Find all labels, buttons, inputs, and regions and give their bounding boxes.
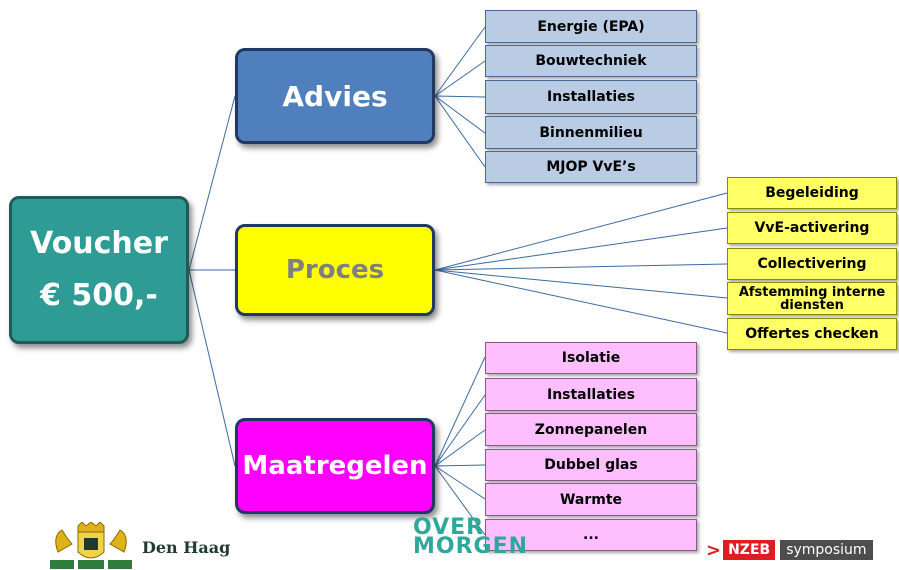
nzeb-symposium-logo: > NZEB symposium — [706, 539, 873, 561]
advies-item: Installaties — [485, 80, 697, 114]
proces-item: Collectivering — [727, 248, 897, 280]
overmorgen-line2: MORGEN — [413, 534, 529, 559]
advies-item: Binnenmilieu — [485, 116, 697, 149]
proces-item: Afstemming interne diensten — [727, 282, 897, 315]
category-maatregelen: Maatregelen — [235, 418, 435, 514]
den-haag-crest-icon — [50, 522, 132, 569]
den-haag-logo-text: Den Haag — [142, 538, 231, 557]
voucher-amount: € 500,- — [40, 278, 158, 313]
voucher-title: Voucher — [30, 226, 168, 261]
maatregelen-item: Installaties — [485, 378, 697, 411]
category-proces: Proces — [235, 224, 435, 316]
maatregelen-item: Isolatie — [485, 342, 697, 374]
proces-item: VvE-activering — [727, 212, 897, 244]
overmorgen-logo: OVER MORGEN — [413, 515, 529, 559]
advies-item: Bouwtechniek — [485, 45, 697, 77]
overmorgen-line1: OVER — [413, 515, 485, 540]
maatregelen-item: Warmte — [485, 483, 697, 516]
maatregelen-item: Zonnepanelen — [485, 413, 697, 446]
advies-item: Energie (EPA) — [485, 10, 697, 43]
maatregelen-item: ... — [485, 519, 697, 551]
proces-item: Begeleiding — [727, 177, 897, 209]
symposium-badge: symposium — [780, 540, 873, 560]
category-advies: Advies — [235, 48, 435, 144]
nzeb-badge: NZEB — [723, 540, 776, 560]
proces-item: Offertes checken — [727, 318, 897, 350]
voucher-node: Voucher € 500,- — [9, 196, 189, 344]
nzeb-arrow-icon: > — [706, 539, 722, 561]
advies-item: MJOP VvE’s — [485, 151, 697, 183]
maatregelen-item: Dubbel glas — [485, 449, 697, 481]
